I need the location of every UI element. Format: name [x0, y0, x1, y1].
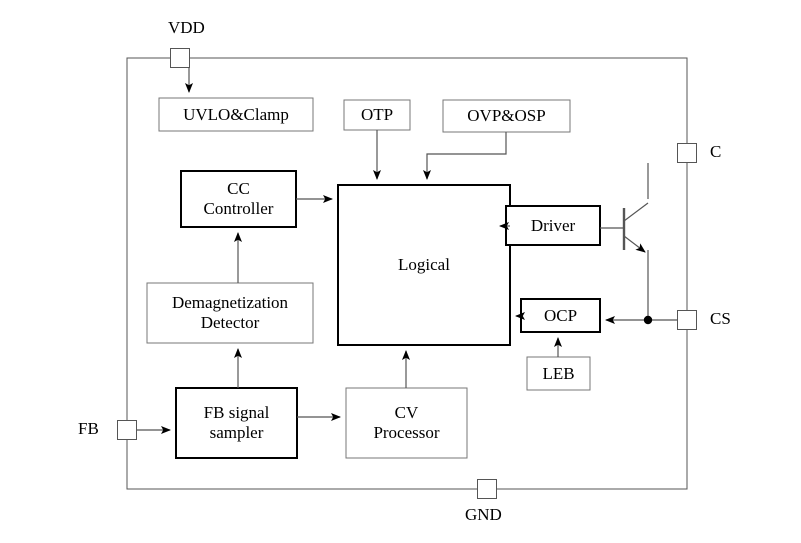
pin-pad-cs — [676, 309, 698, 331]
block-logical — [337, 184, 511, 346]
pin-pad-gnd — [476, 478, 498, 500]
block-ocp — [520, 298, 601, 333]
pin-label-vdd: VDD — [168, 18, 205, 37]
junction-dot — [643, 315, 653, 325]
block-cvproc — [345, 387, 468, 459]
block-ovp — [442, 99, 571, 133]
block-uvlo — [158, 97, 314, 132]
wire-ovp-logical — [423, 132, 507, 180]
pin-pad-c — [676, 142, 698, 164]
block-cc — [180, 170, 297, 228]
pin-label-c: C — [710, 142, 722, 161]
chip-outline — [126, 57, 688, 490]
block-otp — [343, 99, 411, 131]
pin-label-cs: CS — [710, 309, 731, 328]
block-demag — [146, 282, 314, 344]
pin-label-fb: FB — [78, 419, 99, 438]
npn-transistor-symbol — [622, 202, 649, 253]
block-fbsamp — [175, 387, 298, 459]
block-leb — [526, 356, 591, 391]
pin-label-gnd: GND — [465, 505, 502, 524]
pin-pad-vdd — [169, 47, 191, 69]
block-driver — [505, 205, 601, 246]
pin-pad-fb — [116, 419, 138, 441]
